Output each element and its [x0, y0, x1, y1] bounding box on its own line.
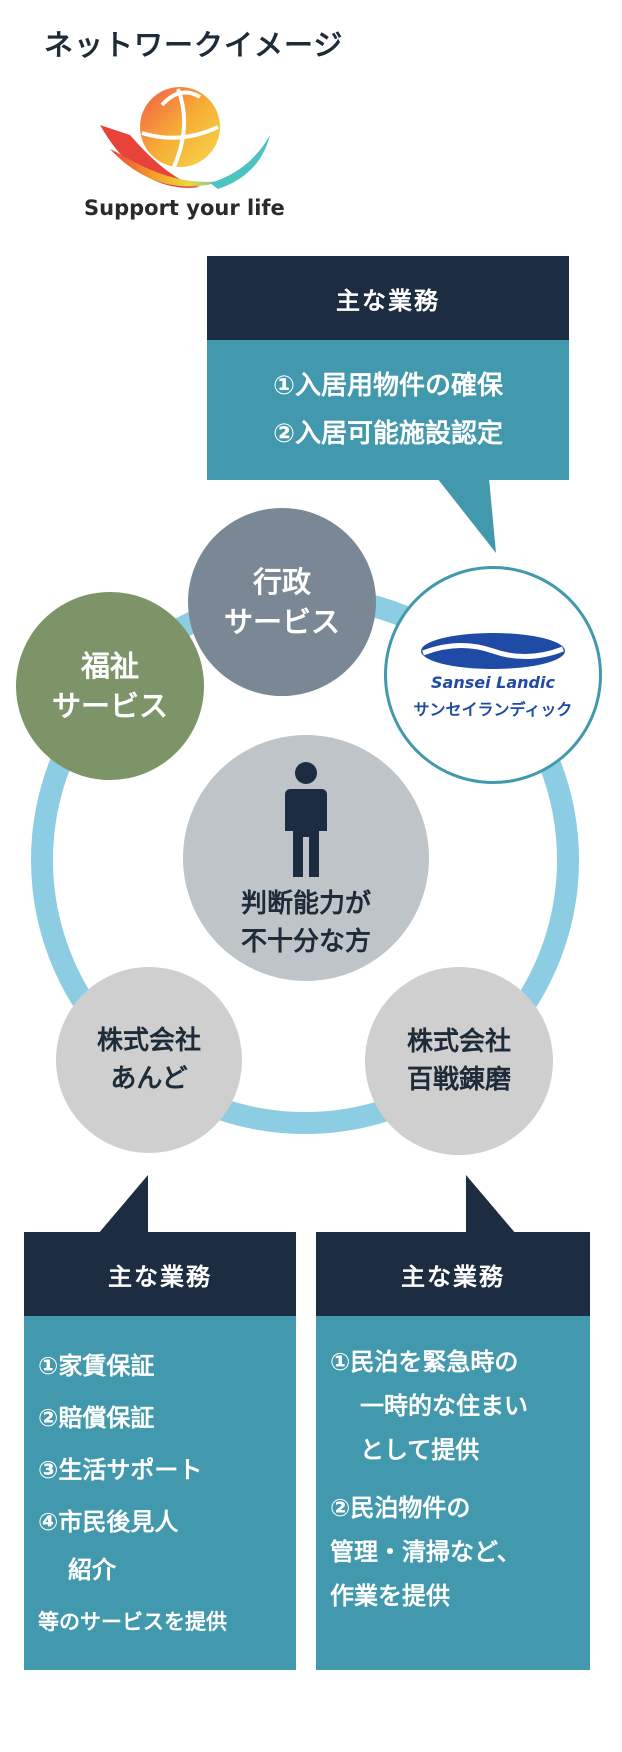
left-box-item: ①家賃保証	[38, 1352, 155, 1380]
circle-target-person: 判断能力が 不十分な方	[183, 735, 429, 981]
circle-label: 株式会社	[406, 1027, 511, 1057]
page-title: ネットワークイメージ	[44, 28, 344, 62]
circle-gyosei-service: 行政 サービス	[188, 508, 376, 696]
top-box-heading: 主な業務	[207, 256, 569, 340]
sansei-kana: サンセイランディック	[413, 699, 573, 719]
right-box-body: ①民泊を緊急時の 一時的な住まい として提供 ②民泊物件の 管理・清掃など、 作…	[316, 1316, 590, 1670]
circle-label: サービス	[223, 605, 340, 639]
circle-label: 福祉	[80, 649, 139, 683]
left-box-item: ③生活サポート	[38, 1456, 203, 1484]
right-box-item-cont: 一時的な住まい	[360, 1392, 528, 1420]
right-box-pointer	[466, 1175, 516, 1234]
left-box-pointer	[98, 1175, 148, 1234]
circle-label: 判断能力が	[240, 889, 371, 919]
top-box-body: ①入居用物件の確保 ②入居可能施設認定	[207, 340, 569, 480]
right-box-heading: 主な業務	[316, 1232, 590, 1316]
circle-hyakusen-renma: 株式会社 百戦錬磨	[365, 967, 553, 1155]
right-box-item: ①民泊を緊急時の	[330, 1348, 519, 1376]
circle-label: 百戦錬磨	[406, 1065, 511, 1095]
circle-sansei-landic: Sansei Landic サンセイランディック	[384, 566, 602, 784]
circle-label: あんど	[110, 1064, 188, 1094]
person-icon	[285, 762, 327, 877]
left-box-footer: 等のサービスを提供	[38, 1610, 227, 1634]
left-box-heading: 主な業務	[24, 1232, 296, 1316]
right-box-item-cont: 管理・清掃など、	[330, 1538, 521, 1566]
sansei-landic-logo-icon	[421, 632, 565, 669]
left-box-body: ①家賃保証 ②賠償保証 ③生活サポート ④市民後見人 紹介 等のサービスを提供	[24, 1316, 296, 1670]
right-box-item-cont: として提供	[360, 1436, 480, 1464]
right-box-item: ②民泊物件の	[330, 1494, 471, 1522]
circle-label: 不十分な方	[240, 927, 371, 957]
left-box-item-cont: 紹介	[68, 1556, 116, 1584]
circle-label: サービス	[51, 689, 168, 723]
logo-text: Support your life	[84, 196, 285, 220]
left-box-item: ④市民後見人	[38, 1508, 179, 1536]
top-box-item: ①入居用物件の確保	[272, 371, 503, 401]
support-your-life-logo	[100, 87, 270, 189]
circle-label: 行政	[252, 565, 311, 599]
left-box-item: ②賠償保証	[38, 1404, 155, 1432]
sansei-name: Sansei Landic	[431, 672, 555, 692]
circle-fukushi-service: 福祉 サービス	[16, 592, 204, 780]
top-box-item: ②入居可能施設認定	[272, 419, 503, 449]
circle-label: 株式会社	[96, 1026, 201, 1056]
top-box-pointer	[437, 478, 496, 553]
right-box-item-cont: 作業を提供	[330, 1582, 450, 1610]
circle-ando: 株式会社 あんど	[56, 967, 242, 1153]
